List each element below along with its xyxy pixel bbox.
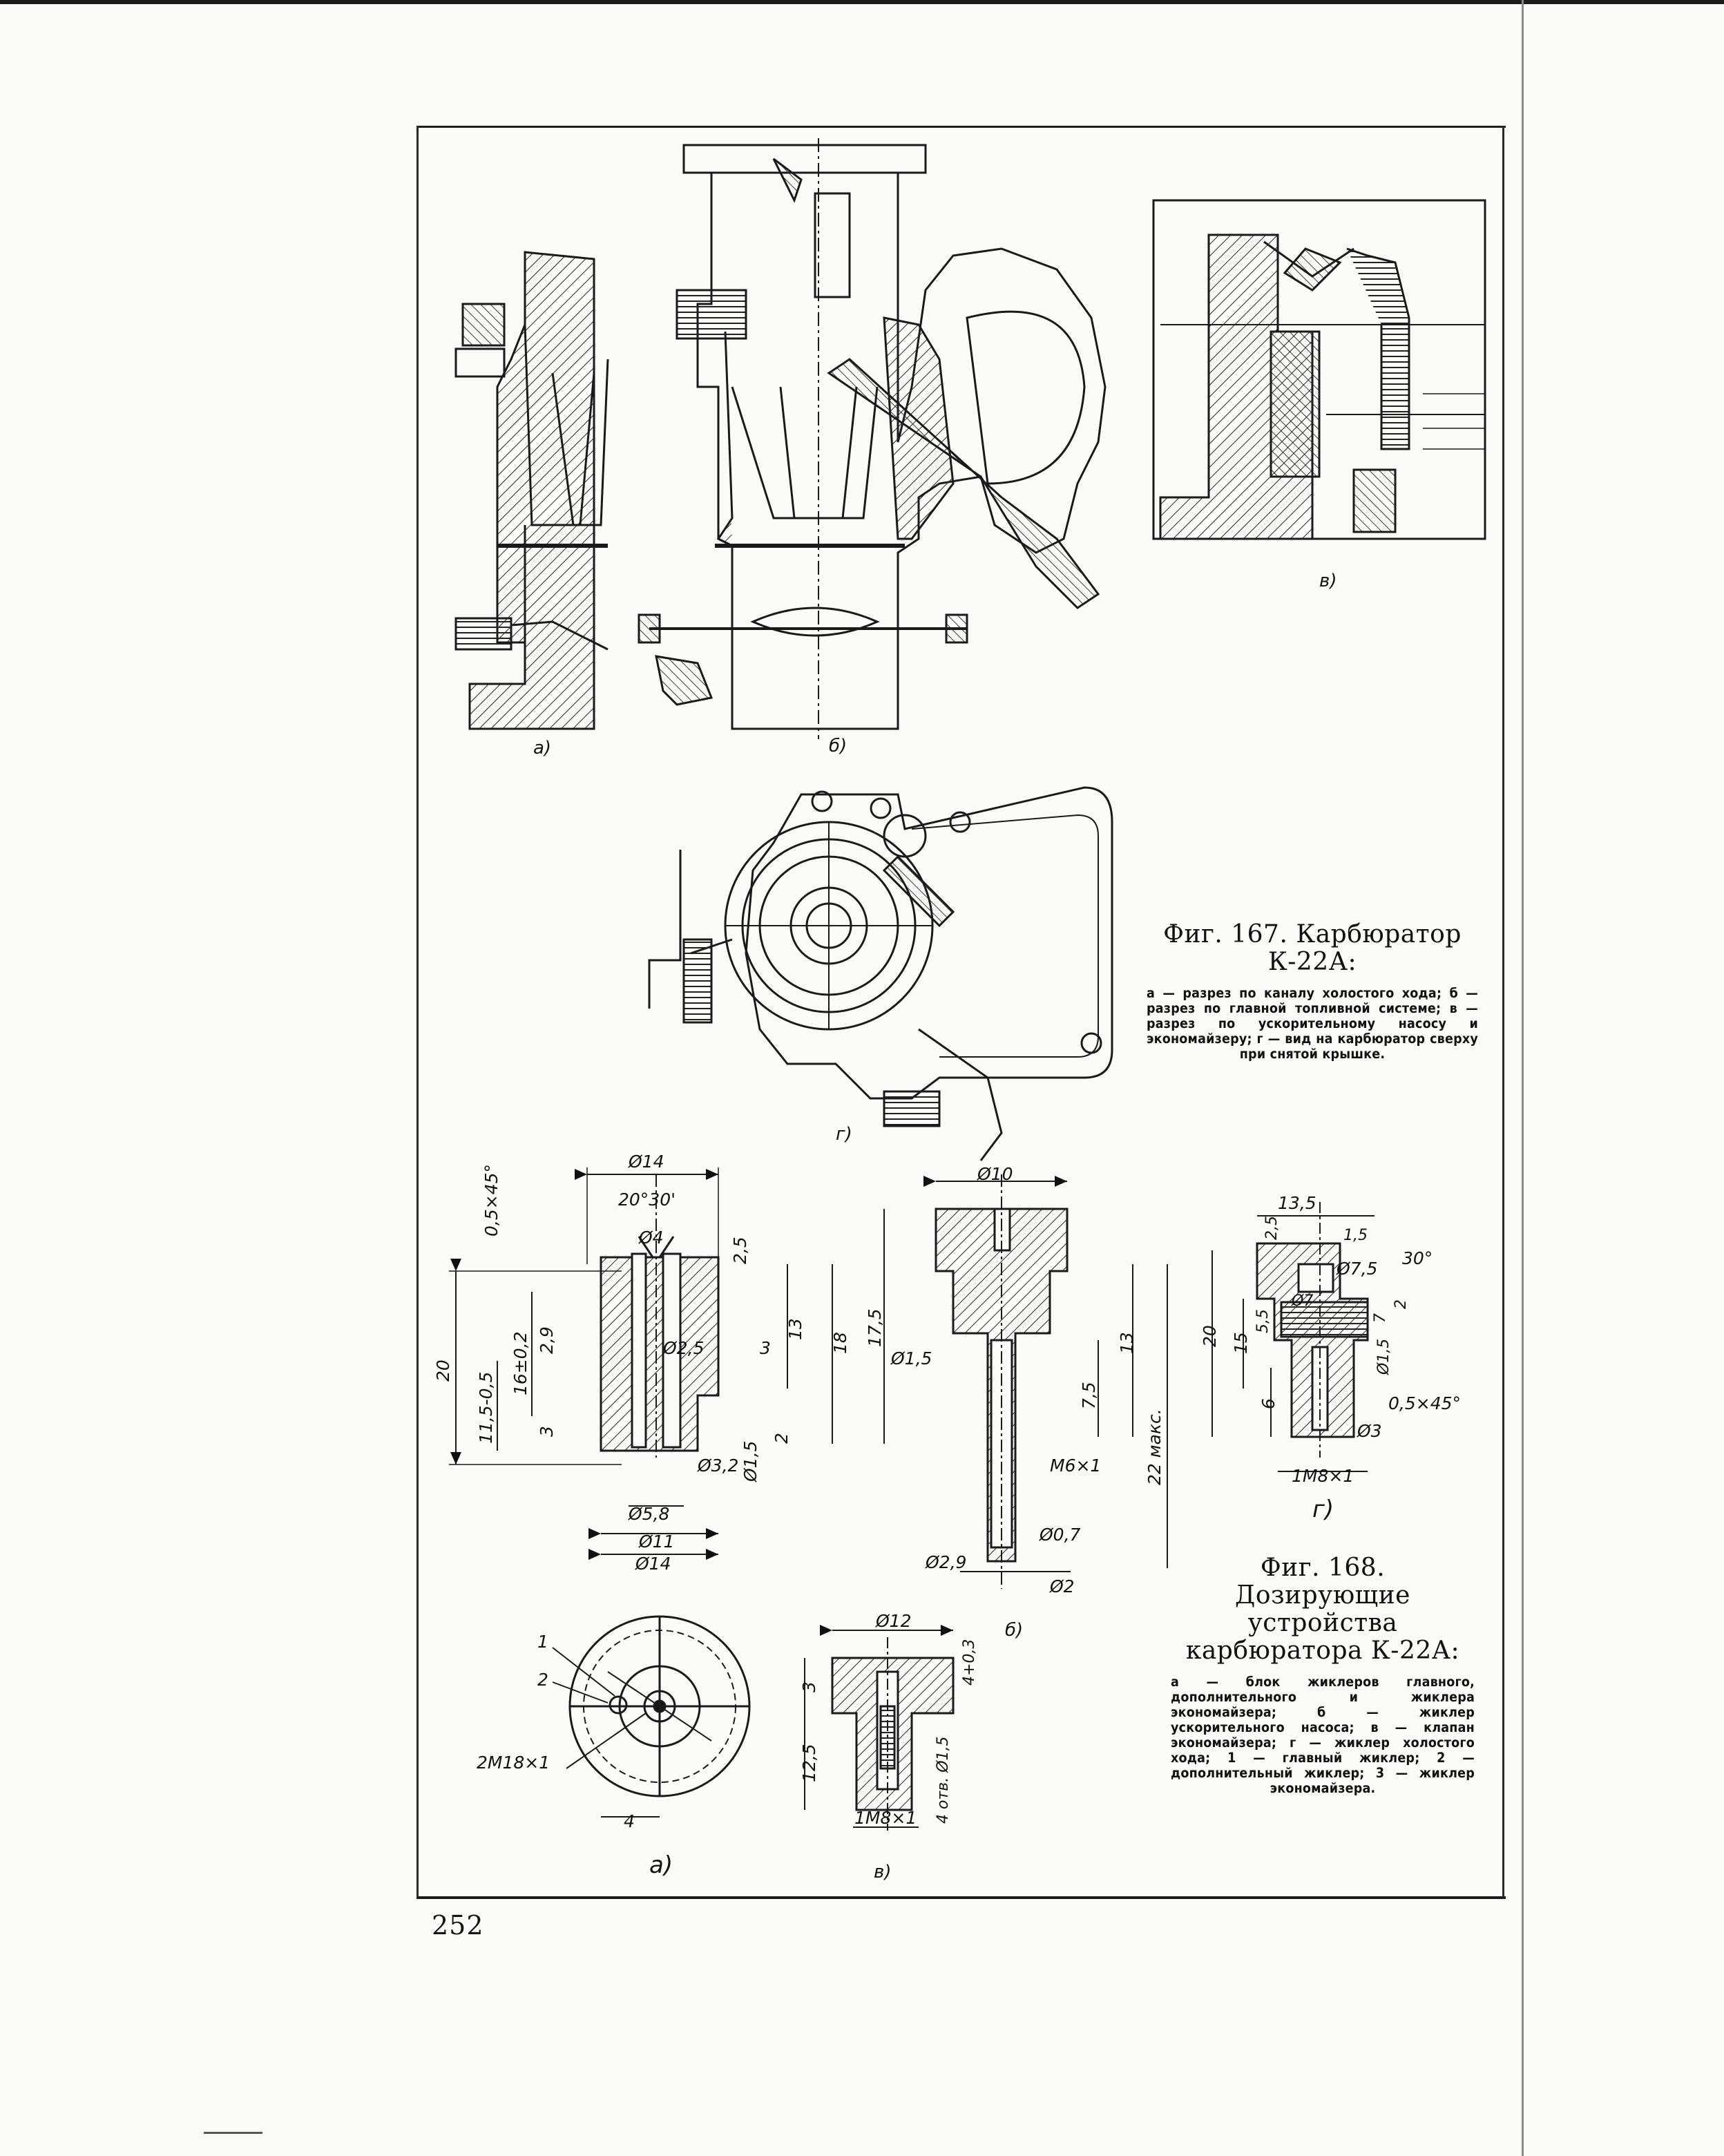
dim-4-v: 4+0,3 (961, 1639, 978, 1686)
fig168-v-drawing (804, 1625, 955, 1831)
dim-18: 18 (830, 1332, 850, 1354)
dim-30deg: 30° (1402, 1248, 1433, 1268)
dim-chamfer: 0,5×45° (481, 1164, 501, 1237)
dim-13-5: 13,5 (1278, 1193, 1316, 1213)
fig168-label-v: в) (874, 1862, 892, 1882)
fig167-caption: Фиг. 167. Карбюратор К-22А: а — разрез п… (1147, 921, 1478, 1062)
dim-d14-top: Ø14 (628, 1152, 664, 1172)
fig167-caption-title: Фиг. 167. Карбюратор К-22А: (1163, 920, 1462, 976)
dim-20-g: 20 (1200, 1325, 1220, 1347)
fig167-label-b: б) (829, 736, 847, 756)
dim-1m8-g: 1M8×1 (1292, 1466, 1354, 1486)
fig168-caption: Фиг. 168. Дозирующие устройства карбюрат… (1171, 1554, 1475, 1796)
dim-2-9: 2,9 (537, 1326, 557, 1354)
dim-d5-8: Ø5,8 (628, 1504, 669, 1524)
fig168-caption-title: Фиг. 168. Дозирующие устройства карбюрат… (1185, 1554, 1460, 1665)
dim-d2-9: Ø2,9 (925, 1552, 966, 1572)
fig168-b-dimension-labels: Ø10 17,5 Ø1,5 7,5 13 22 макс. M6×1 Ø0,7 … (865, 1164, 1165, 1596)
fig167-label-a: а) (533, 738, 552, 759)
fig168-a-drawing (449, 1167, 833, 1560)
dim-2-5-g: 2,5 (1263, 1216, 1281, 1240)
dim-d1-5-b: Ø1,5 (890, 1348, 932, 1368)
dim-4-holes: 4 отв. Ø1,5 (935, 1736, 952, 1824)
dim-m6: M6×1 (1050, 1456, 1101, 1476)
dim-2-5: 2,5 (730, 1237, 750, 1264)
fig167-label-g: г) (836, 1124, 852, 1145)
dim-17-5: 17,5 (865, 1308, 885, 1347)
fig168-v-dimension-labels: Ø12 3 4+0,3 12,5 4 отв. Ø1,5 1M8×1 (799, 1611, 978, 1828)
dim-1m8-v: 1M8×1 (854, 1808, 917, 1828)
dim-7-g: 7 (1372, 1313, 1389, 1323)
dim-d3-2: Ø3,2 (697, 1456, 738, 1476)
dim-6-g: 6 (1258, 1398, 1278, 1409)
dim-15-g: 15 (1231, 1332, 1251, 1354)
figure-plate-frame (416, 126, 1506, 1899)
dim-d10: Ø10 (977, 1164, 1013, 1184)
scan-top-edge (0, 0, 1724, 4)
dim-d11: Ø11 (638, 1532, 675, 1552)
scan-artifact (204, 2132, 262, 2134)
plate-left-rule (416, 126, 419, 1897)
fig168-a-plan-drawing (552, 1615, 751, 1818)
fig168-a-dimension-labels: Ø14 20°30' Ø4 2,5 0,5×45° 2,9 Ø2,5 3 13 … (433, 1152, 850, 1574)
fig168-g-drawing (1211, 1202, 1375, 1472)
dim-2-g: 2 (1392, 1299, 1410, 1309)
dim-d7-5: Ø7,5 (1336, 1259, 1377, 1279)
dim-d1-5: Ø1,5 (740, 1441, 760, 1482)
dim-13-b: 13 (1117, 1332, 1137, 1354)
fig168-a-plan-labels: 1 2 2M18×1 4 (477, 1632, 635, 1831)
dim-angle: 20°30' (618, 1190, 676, 1210)
fig168-label-g: г) (1312, 1496, 1334, 1523)
plan-label-1: 1 (537, 1632, 548, 1652)
fig168-label-b: б) (1005, 1620, 1024, 1641)
dim-d12: Ø12 (875, 1611, 912, 1631)
dim-d3-g: Ø3 (1357, 1421, 1382, 1441)
dim-22-max: 22 макс. (1144, 1409, 1165, 1485)
fig167-v-drawing (1152, 199, 1486, 540)
dim-chamfer-g: 0,5×45° (1388, 1393, 1461, 1413)
dim-d2-5: Ø2,5 (662, 1338, 704, 1358)
fig168-g-dimension-labels: 13,5 2,5 1,5 Ø7,5 30° Ø7 5,5 7 2 20 15 6… (1200, 1193, 1461, 1486)
dim-d0-7: Ø0,7 (1039, 1525, 1081, 1545)
dim-1-5-g: 1,5 (1343, 1227, 1368, 1244)
dim-d1-5-g: Ø1,5 (1375, 1339, 1392, 1375)
dim-d2: Ø2 (1049, 1576, 1075, 1596)
fig167-label-v: в) (1319, 571, 1337, 591)
plan-label-4: 4 (624, 1811, 635, 1831)
fig168-label-a: а) (649, 1851, 673, 1879)
dim-11-5: 11,5-0,5 (476, 1372, 496, 1444)
fig167-caption-description: а — разрез по каналу холостого хода; б —… (1147, 985, 1478, 1062)
dim-3-right: 3 (760, 1338, 771, 1358)
dim-7-5: 7,5 (1079, 1382, 1099, 1409)
fig167-b-drawing (638, 138, 1107, 739)
dim-3-v: 3 (799, 1681, 819, 1692)
dim-d7: Ø7 (1291, 1292, 1313, 1310)
fig168-caption-description: а — блок жиклеров главного, дополнительн… (1171, 1674, 1475, 1796)
dim-d4: Ø4 (638, 1228, 664, 1248)
dim-3-left: 3 (537, 1426, 557, 1437)
dim-16: 16±0,2 (510, 1331, 530, 1395)
dim-12-5: 12,5 (799, 1744, 819, 1782)
plan-label-thread: 2M18×1 (477, 1753, 550, 1773)
dim-20: 20 (433, 1360, 453, 1382)
scan-right-edge (1522, 0, 1524, 2156)
page-number: 252 (432, 1910, 484, 1940)
dim-13: 13 (785, 1318, 805, 1340)
fig168-b-drawing (883, 1174, 1168, 1589)
dim-5-5: 5,5 (1254, 1309, 1272, 1333)
dim-2: 2 (772, 1433, 792, 1444)
plan-label-2: 2 (537, 1670, 548, 1690)
dim-d14-bottom: Ø14 (635, 1554, 671, 1574)
plate-right-rule (1502, 126, 1504, 1897)
fig167-a-drawing (454, 251, 609, 730)
fig167-g-drawing (648, 786, 1113, 1161)
